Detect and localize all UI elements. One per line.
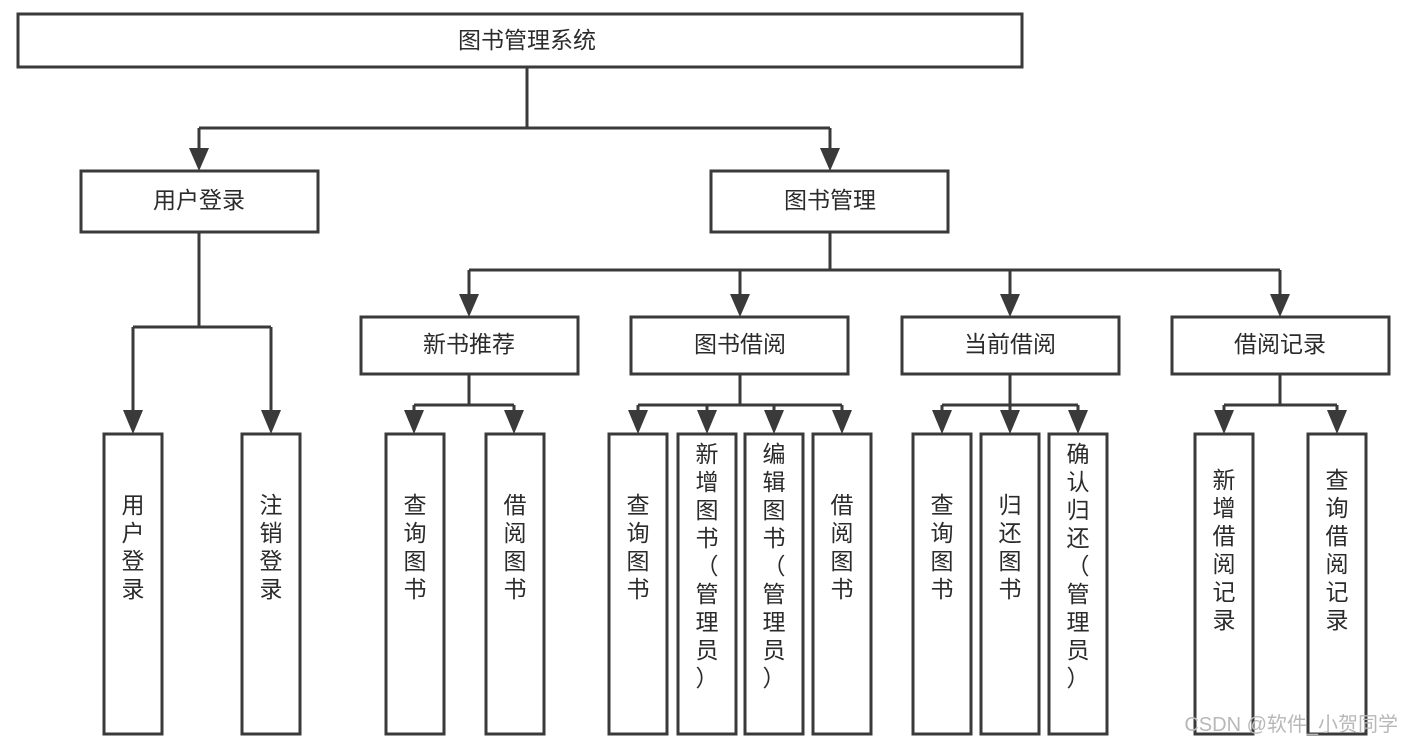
node-current-borrow-label: 当前借阅 bbox=[964, 331, 1056, 357]
node-borrow-record-box[interactable] bbox=[1170, 315, 1391, 376]
node-leaf-add-book[interactable]: 新增图书（管理员） bbox=[676, 432, 738, 736]
node-leaf-query-record-box[interactable] bbox=[1306, 432, 1368, 736]
node-leaf-confirm-return-box[interactable] bbox=[1047, 432, 1109, 736]
arrow-leaf-query-record bbox=[1327, 410, 1347, 434]
node-leaf-query-book-current[interactable]: 查询图书 bbox=[911, 432, 973, 736]
arrow-to-current-borrow bbox=[1000, 294, 1020, 317]
node-leaf-query-book-rec[interactable]: 查询图书 bbox=[384, 432, 446, 736]
node-leaf-add-record[interactable]: 新增借阅记录 bbox=[1193, 432, 1255, 736]
arrow-leaf-user-login bbox=[123, 410, 143, 434]
node-leaf-return-book-box[interactable] bbox=[979, 432, 1041, 736]
node-leaf-borrow-book-rec[interactable]: 借阅图书 bbox=[484, 432, 546, 736]
node-leaf-confirm-return-label: 确认归还（管理员） bbox=[1067, 441, 1090, 691]
node-book-borrow[interactable]: 图书借阅 bbox=[629, 315, 850, 376]
node-root[interactable]: 图书管理系统 bbox=[16, 12, 1024, 69]
arrow-to-new-book-rec bbox=[459, 294, 479, 317]
node-current-borrow-box[interactable] bbox=[900, 315, 1121, 376]
node-borrow-record-label: 借阅记录 bbox=[1234, 331, 1326, 357]
node-leaf-return-book[interactable]: 归还图书 bbox=[979, 432, 1041, 736]
arrow-leaf-query-book-rec bbox=[404, 410, 424, 434]
node-leaf-logout-label: 注销登录 bbox=[260, 492, 283, 602]
arrow-leaf-return-book bbox=[1000, 410, 1020, 434]
node-leaf-query-book-borrow-label: 查询图书 bbox=[627, 492, 650, 602]
node-leaf-logout[interactable]: 注销登录 bbox=[240, 432, 302, 736]
node-leaf-add-book-label: 新增图书（管理员） bbox=[696, 441, 719, 691]
node-new-book-rec-label: 新书推荐 bbox=[423, 331, 515, 357]
node-leaf-add-record-box[interactable] bbox=[1193, 432, 1255, 736]
node-leaf-query-record-label: 查询借阅记录 bbox=[1326, 467, 1349, 633]
node-root-box[interactable] bbox=[16, 12, 1024, 69]
node-leaf-add-record-label: 新增借阅记录 bbox=[1213, 467, 1236, 633]
arrow-to-borrow-record bbox=[1270, 294, 1290, 317]
arrow-leaf-confirm-return bbox=[1068, 410, 1088, 434]
node-book-borrow-label: 图书借阅 bbox=[694, 331, 786, 357]
node-user-login-label: 用户登录 bbox=[153, 187, 245, 213]
arrow-leaf-add-book bbox=[697, 410, 717, 434]
arrow-leaf-borrow-book bbox=[832, 410, 852, 434]
node-leaf-edit-book-box[interactable] bbox=[743, 432, 805, 736]
arrow-to-book-manage bbox=[820, 148, 840, 171]
node-user-login-box[interactable] bbox=[79, 169, 320, 234]
node-leaf-user-login[interactable]: 用户登录 bbox=[102, 432, 164, 736]
node-leaf-query-book-borrow[interactable]: 查询图书 bbox=[607, 432, 669, 736]
node-leaf-query-book-current-box[interactable] bbox=[911, 432, 973, 736]
arrow-leaf-query-book-current bbox=[932, 410, 952, 434]
node-leaf-borrow-book-box[interactable] bbox=[811, 432, 873, 736]
node-leaf-borrow-book-rec-label: 借阅图书 bbox=[504, 492, 527, 602]
arrow-leaf-logout bbox=[261, 410, 281, 434]
node-leaf-user-login-box[interactable] bbox=[102, 432, 164, 736]
arrow-leaf-add-record bbox=[1214, 410, 1234, 434]
node-leaf-borrow-book[interactable]: 借阅图书 bbox=[811, 432, 873, 736]
node-book-borrow-box[interactable] bbox=[629, 315, 850, 376]
node-leaf-query-book-rec-box[interactable] bbox=[384, 432, 446, 736]
node-leaf-edit-book-label: 编辑图书（管理员） bbox=[763, 441, 786, 691]
watermark-label: CSDN @软件_小贺同学 bbox=[1184, 713, 1398, 736]
node-leaf-add-book-box[interactable] bbox=[676, 432, 738, 736]
node-book-manage-box[interactable] bbox=[709, 169, 950, 234]
node-leaf-borrow-book-rec-box[interactable] bbox=[484, 432, 546, 736]
node-new-book-rec[interactable]: 新书推荐 bbox=[359, 315, 580, 376]
node-user-login[interactable]: 用户登录 bbox=[79, 169, 320, 234]
node-leaf-query-book-rec-label: 查询图书 bbox=[404, 492, 427, 602]
node-book-manage-label: 图书管理 bbox=[784, 187, 876, 213]
arrow-leaf-edit-book bbox=[764, 410, 784, 434]
node-root-label: 图书管理系统 bbox=[458, 27, 596, 53]
connector-layer bbox=[123, 67, 1347, 434]
node-borrow-record[interactable]: 借阅记录 bbox=[1170, 315, 1391, 376]
node-leaf-query-book-current-label: 查询图书 bbox=[931, 492, 954, 602]
node-book-manage[interactable]: 图书管理 bbox=[709, 169, 950, 234]
arrow-leaf-query-book-borrow bbox=[628, 410, 648, 434]
node-leaf-edit-book[interactable]: 编辑图书（管理员） bbox=[743, 432, 805, 736]
node-leaf-return-book-label: 归还图书 bbox=[999, 492, 1022, 602]
node-leaf-borrow-book-label: 借阅图书 bbox=[831, 492, 854, 602]
node-leaf-user-login-label: 用户登录 bbox=[122, 492, 145, 602]
node-leaf-logout-box[interactable] bbox=[240, 432, 302, 736]
node-current-borrow[interactable]: 当前借阅 bbox=[900, 315, 1121, 376]
arrow-leaf-borrow-book-rec bbox=[504, 410, 524, 434]
arrow-to-book-borrow bbox=[730, 294, 750, 317]
node-leaf-query-record[interactable]: 查询借阅记录 bbox=[1306, 432, 1368, 736]
node-leaf-confirm-return[interactable]: 确认归还（管理员） bbox=[1047, 432, 1109, 736]
node-leaf-query-book-borrow-box[interactable] bbox=[607, 432, 669, 736]
node-new-book-rec-box[interactable] bbox=[359, 315, 580, 376]
arrow-to-user-login bbox=[189, 148, 209, 171]
